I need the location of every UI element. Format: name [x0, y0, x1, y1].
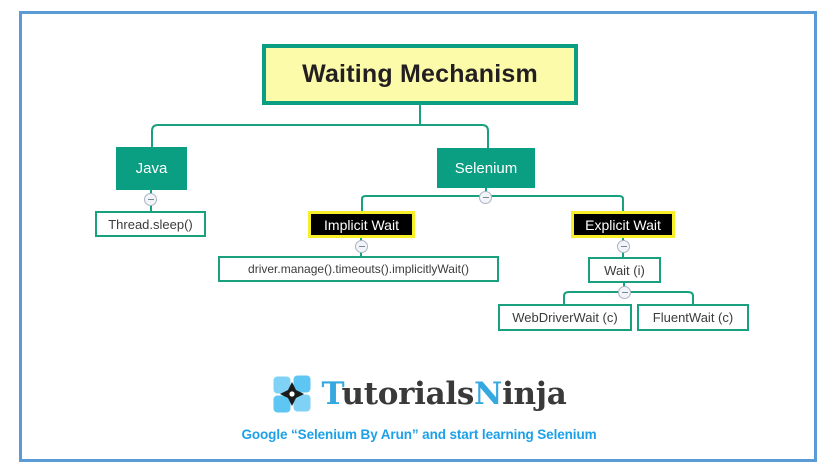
node-fluentwait[interactable]: FluentWait (c) [637, 304, 749, 331]
slide-border [19, 11, 817, 462]
brand-wordmark: TutorialsNinja [321, 375, 567, 412]
node-waiting-mechanism[interactable]: Waiting Mechanism [262, 44, 578, 105]
footer-tagline: Google “Selenium By Arun” and start lear… [241, 427, 597, 442]
node-label: driver.manage().timeouts().implicitlyWai… [248, 262, 469, 276]
node-explicit-wait[interactable]: Explicit Wait [571, 211, 675, 238]
minus-circle-icon[interactable] [144, 193, 157, 206]
node-thread-sleep[interactable]: Thread.sleep() [95, 211, 206, 237]
ninja-star-logo-icon [272, 374, 313, 415]
node-java[interactable]: Java [116, 147, 187, 190]
node-selenium[interactable]: Selenium [437, 148, 535, 188]
node-label: Thread.sleep() [108, 216, 193, 232]
brand-logo: TutorialsNinja [0, 370, 838, 418]
logo-letter-n: N [474, 375, 503, 412]
node-label: Java [135, 160, 168, 177]
logo-word-utorials: utorials [341, 375, 475, 412]
node-wait-interface[interactable]: Wait (i) [588, 257, 661, 283]
node-webdriverwait[interactable]: WebDriverWait (c) [498, 304, 632, 331]
node-label: Selenium [454, 159, 518, 177]
node-implicitly-wait-call[interactable]: driver.manage().timeouts().implicitlyWai… [218, 256, 499, 282]
minus-circle-icon[interactable] [479, 191, 492, 204]
minus-circle-icon[interactable] [618, 286, 631, 299]
minus-circle-icon[interactable] [617, 240, 630, 253]
minus-circle-icon[interactable] [355, 240, 368, 253]
node-label: Waiting Mechanism [302, 60, 538, 88]
node-label: Wait (i) [604, 262, 645, 278]
node-label: WebDriverWait (c) [512, 310, 618, 325]
node-label: FluentWait (c) [652, 310, 734, 325]
logo-letter-t: T [321, 375, 342, 412]
node-label: Explicit Wait [585, 216, 661, 233]
node-label: Implicit Wait [324, 216, 399, 233]
logo-word-inja: inja [502, 375, 567, 412]
node-implicit-wait[interactable]: Implicit Wait [308, 211, 415, 238]
